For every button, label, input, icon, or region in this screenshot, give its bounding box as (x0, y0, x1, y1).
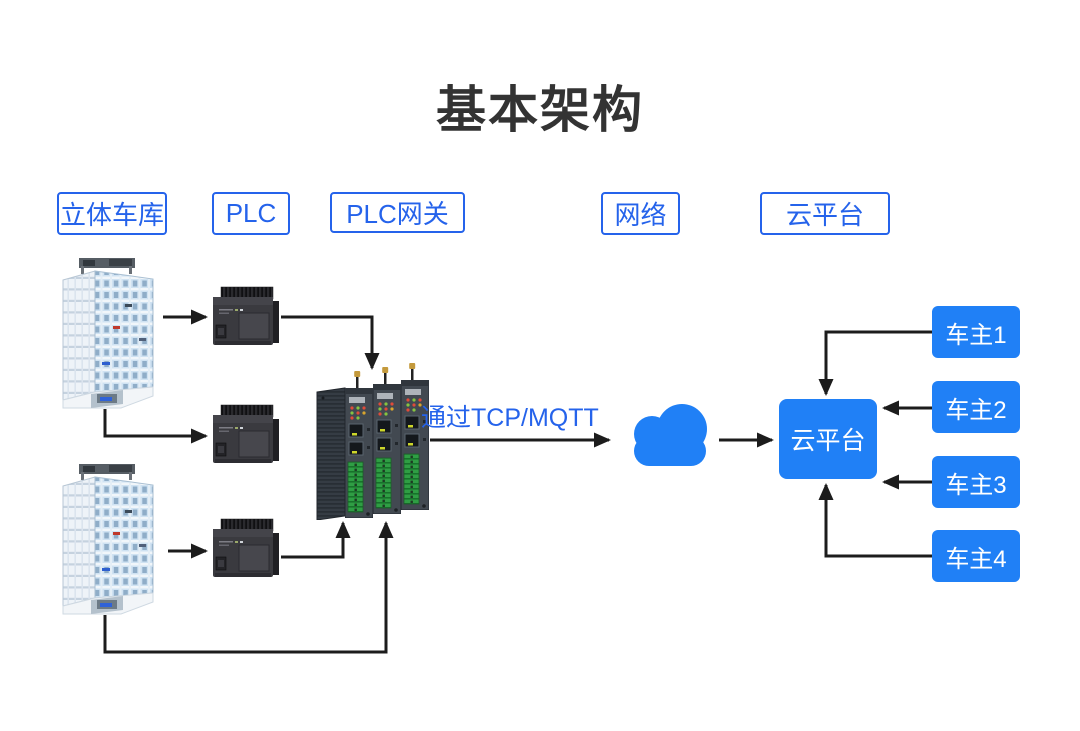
arrow-plc1-to-gateway (281, 315, 380, 370)
owner-box-3: 车主3 (932, 456, 1020, 508)
network-cloud-icon (622, 398, 718, 468)
protocol-caption: 通过TCP/MQTT (421, 404, 599, 432)
garage-building-icon-2 (55, 462, 167, 617)
arrow-garage1-to-plc2 (103, 409, 208, 444)
page-title: 基本架构 (436, 82, 644, 138)
arrow-owner4-to-platform (818, 483, 932, 558)
stage-label-plc-gateway: PLC网关 (330, 192, 465, 233)
stage-label-garage: 立体车库 (57, 192, 167, 235)
owner-box-2: 车主2 (932, 381, 1020, 433)
stage-label-plc: PLC (212, 192, 290, 235)
owner-box-4: 车主4 (932, 530, 1020, 582)
stage-label-cloud-platform: 云平台 (760, 192, 890, 235)
owner-box-1: 车主1 (932, 306, 1020, 358)
plc-gateway-icon (313, 362, 431, 520)
stage-label-network: 网络 (601, 192, 680, 235)
plc-device-icon-3 (211, 517, 281, 585)
arrow-plc3-to-gateway (281, 521, 351, 559)
plc-device-icon-2 (211, 403, 281, 471)
arrow-owner1-to-platform (818, 330, 932, 396)
garage-building-icon-1 (55, 256, 167, 411)
plc-device-icon-1 (211, 285, 281, 353)
cloud-platform-node: 云平台 (779, 399, 877, 479)
